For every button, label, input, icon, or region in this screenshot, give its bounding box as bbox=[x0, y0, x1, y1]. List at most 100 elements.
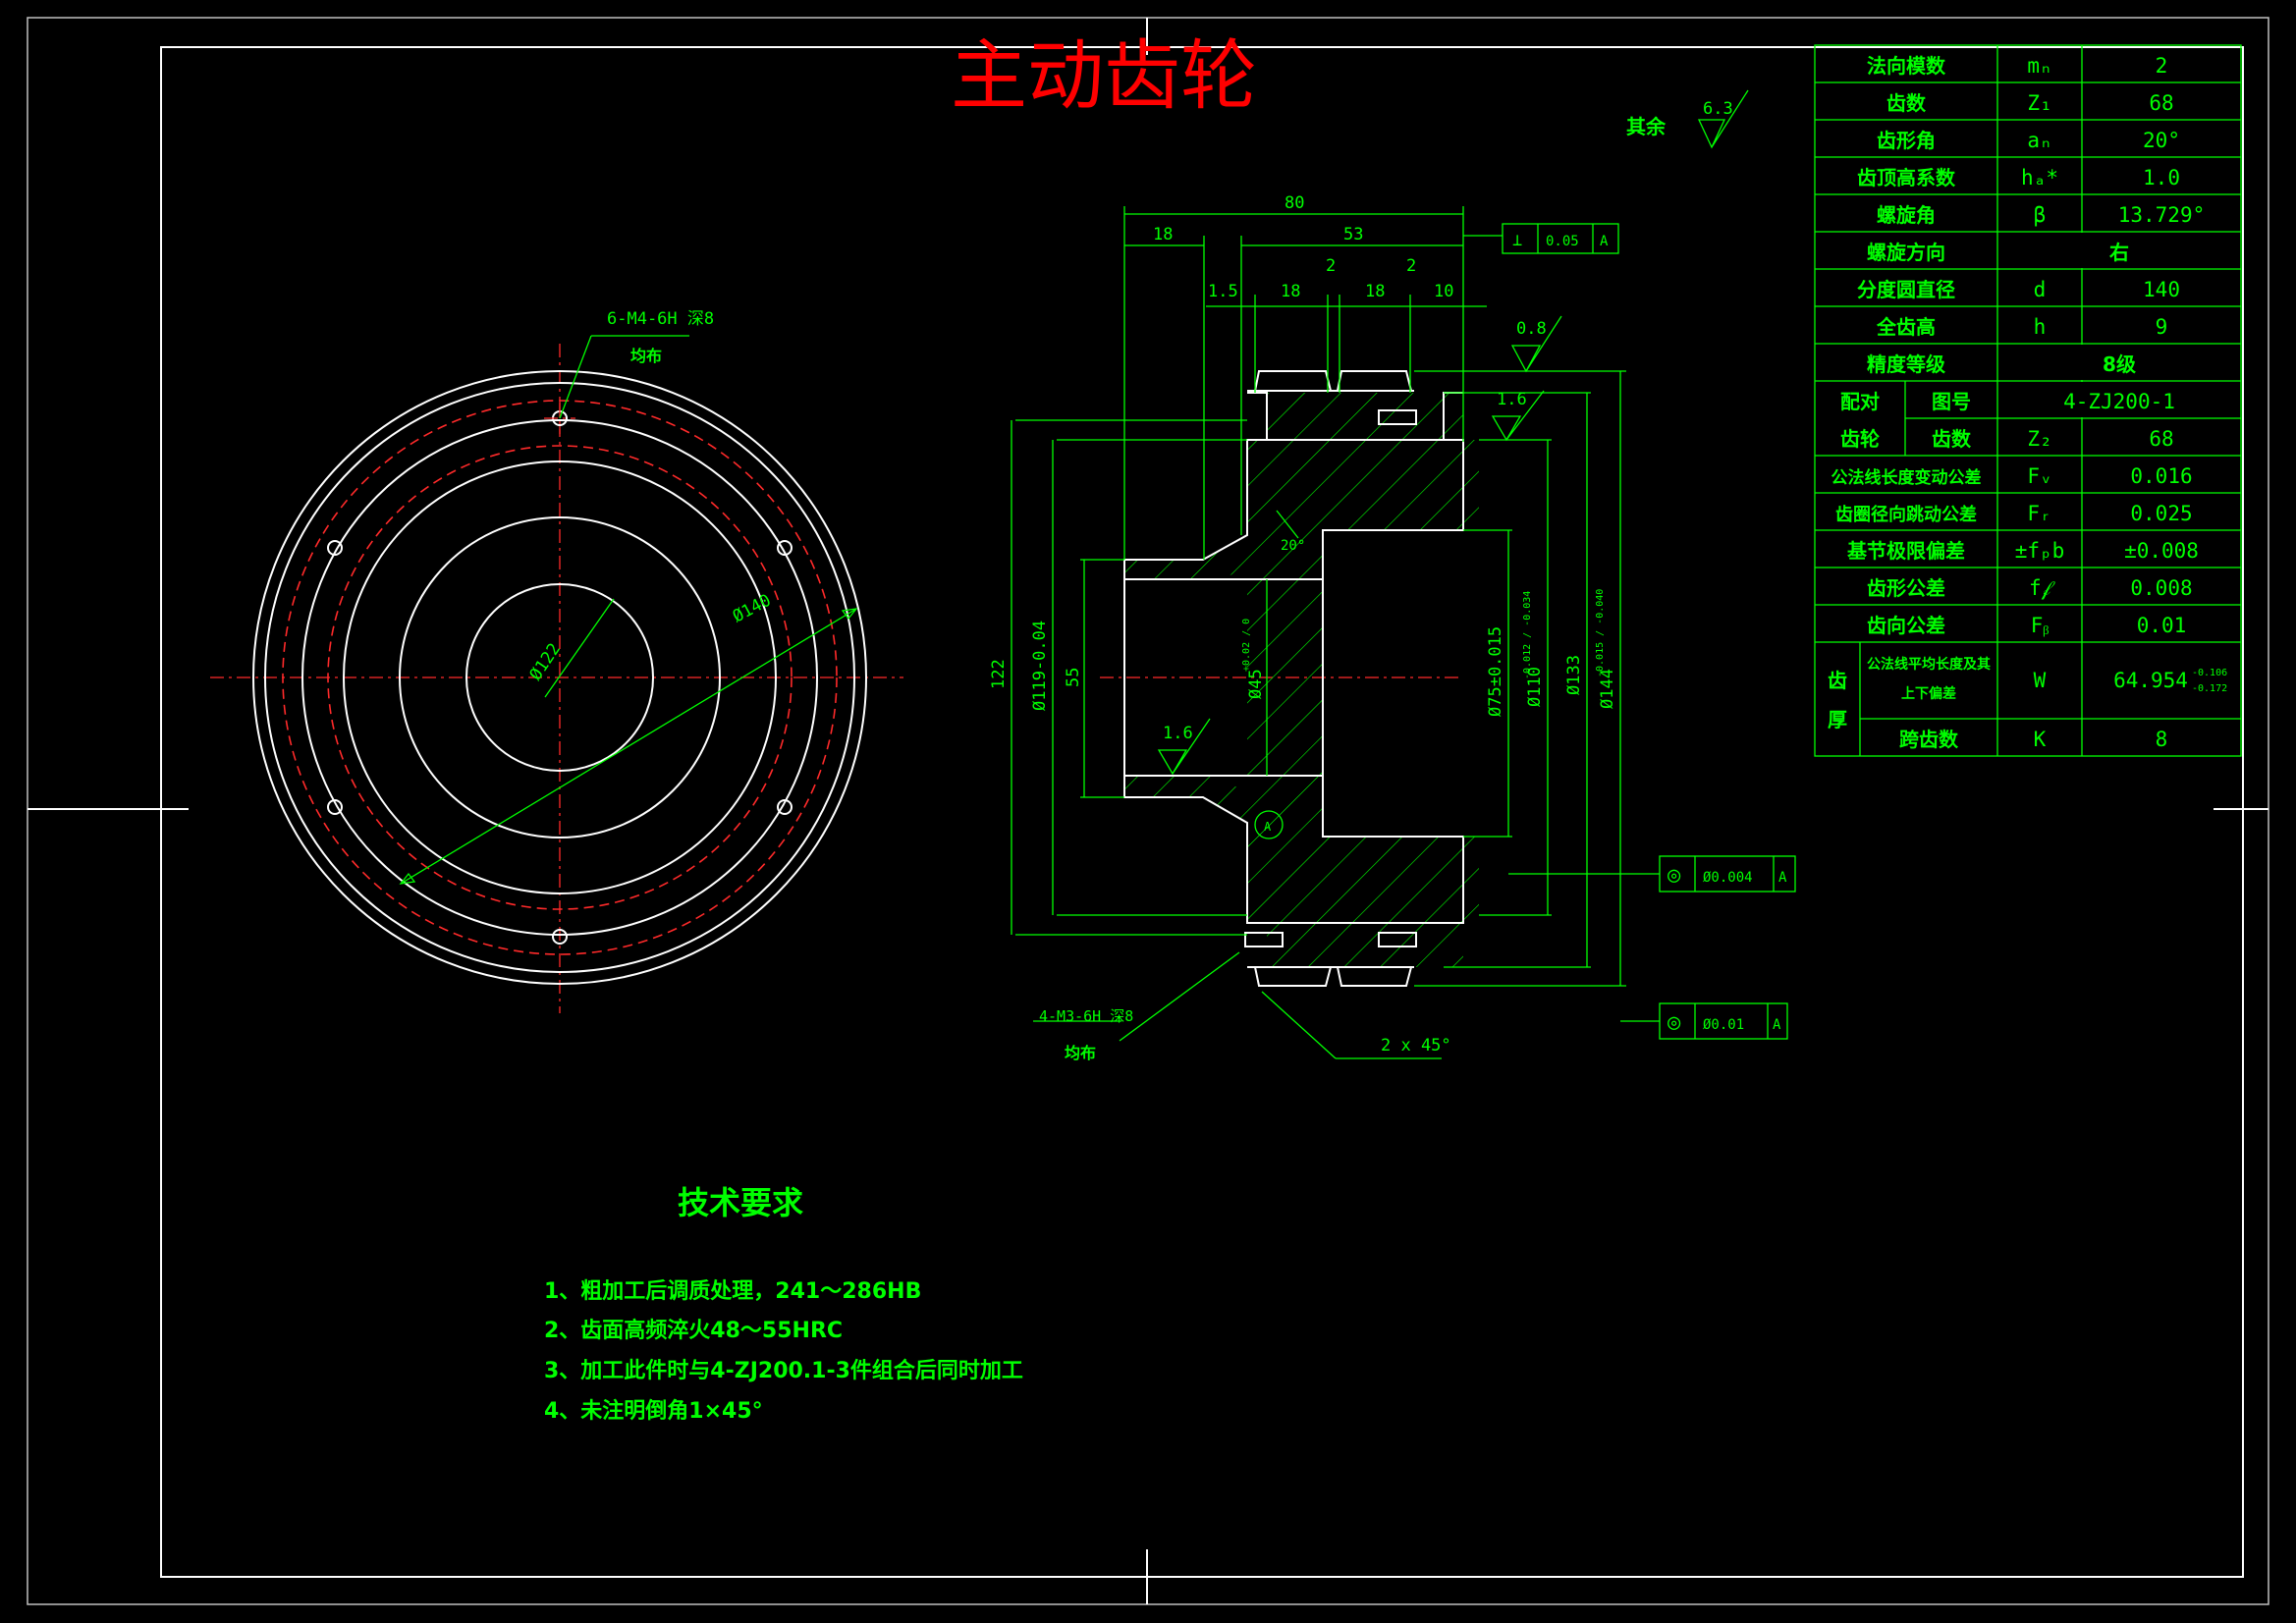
section-hole-note: 4-M3-6H 深8 bbox=[1039, 1007, 1133, 1025]
wkn-dev-upper: -0.106 bbox=[2192, 668, 2227, 678]
dim-18-b: 18 bbox=[1365, 282, 1385, 301]
front-view: 6-M4-6H 深8 均布 Ø140 Ø122 bbox=[210, 309, 903, 1013]
dim-bore-45: Ø45 bbox=[1246, 669, 1266, 699]
mating-drawing-no-label: 图号 bbox=[1932, 390, 1971, 413]
span-teeth-name: 跨齿数 bbox=[1899, 728, 1959, 751]
param-row: 精度等级 8级 bbox=[1815, 345, 2241, 382]
dim-18-left: 18 bbox=[1153, 225, 1173, 244]
mating-gear-block: 配对 齿轮 图号 4-ZJ200-1 齿数 Z₂ 68 bbox=[1815, 382, 2241, 457]
tol-symbol: Fᵦ bbox=[2031, 614, 2050, 637]
param-name: 精度等级 bbox=[1867, 352, 1945, 376]
wkn-symbol: W bbox=[2034, 669, 2047, 692]
dim-110: Ø110 bbox=[1525, 667, 1545, 707]
dim-75: Ø75±0.015 bbox=[1486, 626, 1505, 717]
tol-symbol: f𝒻 bbox=[2029, 576, 2056, 600]
gdt-coax1-value: Ø0.004 bbox=[1703, 870, 1753, 886]
sheet-frame bbox=[27, 17, 2269, 1605]
param-row: 全齿高 h 9 bbox=[1815, 315, 2241, 345]
gdt-coax1-symbol: ◎ bbox=[1667, 863, 1681, 888]
param-row: 螺旋角 β 13.729° bbox=[1815, 203, 2241, 233]
param-value: 1.0 bbox=[2143, 166, 2180, 189]
param-row: 齿数 Z₁ 68 bbox=[1815, 91, 2241, 121]
gdt-coax2-symbol: ◎ bbox=[1667, 1010, 1681, 1035]
param-name: 法向模数 bbox=[1867, 54, 1946, 78]
roughness-other-note: 其余 6.3 bbox=[1626, 89, 1749, 149]
param-symbol: d bbox=[2034, 278, 2047, 301]
gdt-coaxiality-1: ◎ Ø0.004 A bbox=[1659, 855, 1796, 893]
requirement-item: 1、粗加工后调质处理，241～286HB bbox=[544, 1278, 921, 1304]
tolerance-row: 基节极限偏差 ±fₚb ±0.008 bbox=[1815, 539, 2241, 568]
dim-144-tol: -0.015 / -0.040 bbox=[1595, 589, 1606, 677]
wkn-value: 64.954 bbox=[2113, 669, 2188, 692]
wkn-dev-lower: -0.172 bbox=[2192, 683, 2227, 694]
param-value: 13.729° bbox=[2118, 203, 2206, 227]
gdt-coax1-datum: A bbox=[1778, 870, 1787, 886]
param-value: 68 bbox=[2149, 91, 2173, 115]
param-symbol: β bbox=[2034, 203, 2047, 227]
gdt-coax2-value: Ø0.01 bbox=[1703, 1017, 1744, 1033]
requirement-item: 4、未注明倒角1×45° bbox=[544, 1398, 763, 1424]
mating-label-top: 配对 bbox=[1840, 390, 1880, 413]
dim-110-tol: -0.012 / -0.034 bbox=[1522, 591, 1533, 679]
roughness-other-value: 6.3 bbox=[1703, 99, 1733, 119]
param-name: 齿形角 bbox=[1877, 129, 1936, 152]
tol-value: ±0.008 bbox=[2124, 539, 2199, 563]
gdt-coaxiality-2: ◎ Ø0.01 A bbox=[1659, 1002, 1788, 1040]
dim-2-b: 2 bbox=[1406, 256, 1416, 276]
dim-55: 55 bbox=[1064, 668, 1083, 687]
tol-name: 齿向公差 bbox=[1867, 614, 1945, 637]
param-symbol: aₙ bbox=[2027, 129, 2051, 152]
section-hole-note-2: 均布 bbox=[1065, 1044, 1096, 1062]
param-value: 8级 bbox=[2103, 352, 2136, 376]
dim-53: 53 bbox=[1343, 225, 1363, 244]
param-name: 齿数 bbox=[1886, 91, 1927, 115]
tol-symbol: Fᵣ bbox=[2027, 502, 2051, 525]
gdt-perp-value: 0.05 bbox=[1546, 234, 1579, 249]
mating-label-bottom: 齿轮 bbox=[1840, 427, 1880, 451]
tol-value: 0.025 bbox=[2130, 502, 2192, 525]
tol-name: 齿形公差 bbox=[1867, 576, 1945, 600]
chamfer-note: 2 x 45° bbox=[1381, 1036, 1451, 1055]
param-value: 右 bbox=[2109, 241, 2129, 264]
mating-drawing-no: 4-ZJ200-1 bbox=[2063, 390, 2175, 413]
dim-10: 10 bbox=[1434, 282, 1453, 301]
param-symbol: mₙ bbox=[2027, 54, 2051, 78]
param-value: 2 bbox=[2156, 54, 2168, 78]
wkn-name: 公法线平均长度及其上下偏差 bbox=[1867, 657, 1991, 702]
param-value: 140 bbox=[2143, 278, 2180, 301]
param-row: 齿形角 aₙ 20° bbox=[1815, 129, 2241, 158]
tol-value: 0.01 bbox=[2137, 614, 2187, 637]
span-teeth-symbol: K bbox=[2034, 728, 2047, 751]
param-row: 螺旋方向 右 bbox=[1815, 233, 2241, 270]
param-symbol: h bbox=[2034, 315, 2047, 339]
dim-overall-80: 80 bbox=[1285, 193, 1304, 213]
section-view: 80 18 53 1.5 18 2 18 2 10 122 Ø119-0.04 … bbox=[989, 193, 1796, 1062]
front-hole-note-2: 均布 bbox=[630, 347, 662, 365]
roughness-1-6-a: 1.6 bbox=[1497, 390, 1527, 409]
dim-18-a: 18 bbox=[1281, 282, 1300, 301]
requirement-item: 2、齿面高频淬火48～55HRC bbox=[544, 1318, 843, 1343]
tol-symbol: ±fₚb bbox=[2015, 539, 2065, 563]
param-name: 螺旋方向 bbox=[1867, 241, 1945, 264]
mating-teeth-symbol: Z₂ bbox=[2027, 427, 2051, 451]
dim-144: Ø144 bbox=[1598, 669, 1617, 709]
tolerance-row: 齿圈径向跳动公差 Fᵣ 0.025 bbox=[1815, 502, 2241, 531]
param-row: 分度圆直径 d 140 bbox=[1815, 278, 2241, 307]
gdt-coax2-datum: A bbox=[1773, 1017, 1781, 1033]
tolerance-row: 齿形公差 f𝒻 0.008 bbox=[1815, 576, 2241, 606]
tolerance-row: 齿向公差 Fᵦ 0.01 bbox=[1815, 614, 2241, 643]
technical-requirements: 技术要求 1、粗加工后调质处理，241～286HB 2、齿面高频淬火48～55H… bbox=[544, 1184, 1023, 1424]
drawing-title: 主动齿轮 bbox=[951, 32, 1257, 121]
param-value: 9 bbox=[2156, 315, 2168, 339]
tol-value: 0.016 bbox=[2130, 464, 2192, 488]
tapped-holes bbox=[327, 403, 793, 945]
param-name: 全齿高 bbox=[1876, 315, 1936, 339]
tol-name: 公法线长度变动公差 bbox=[1831, 467, 1982, 488]
param-symbol: Z₁ bbox=[2027, 91, 2051, 115]
front-hole-note: 6-M4-6H 深8 bbox=[607, 309, 714, 329]
param-row: 法向模数 mₙ 2 bbox=[1815, 54, 2241, 83]
thickness-label-bottom: 厚 bbox=[1828, 708, 1847, 731]
datum-label: A bbox=[1264, 820, 1272, 834]
gdt-perp-datum: A bbox=[1600, 234, 1609, 249]
